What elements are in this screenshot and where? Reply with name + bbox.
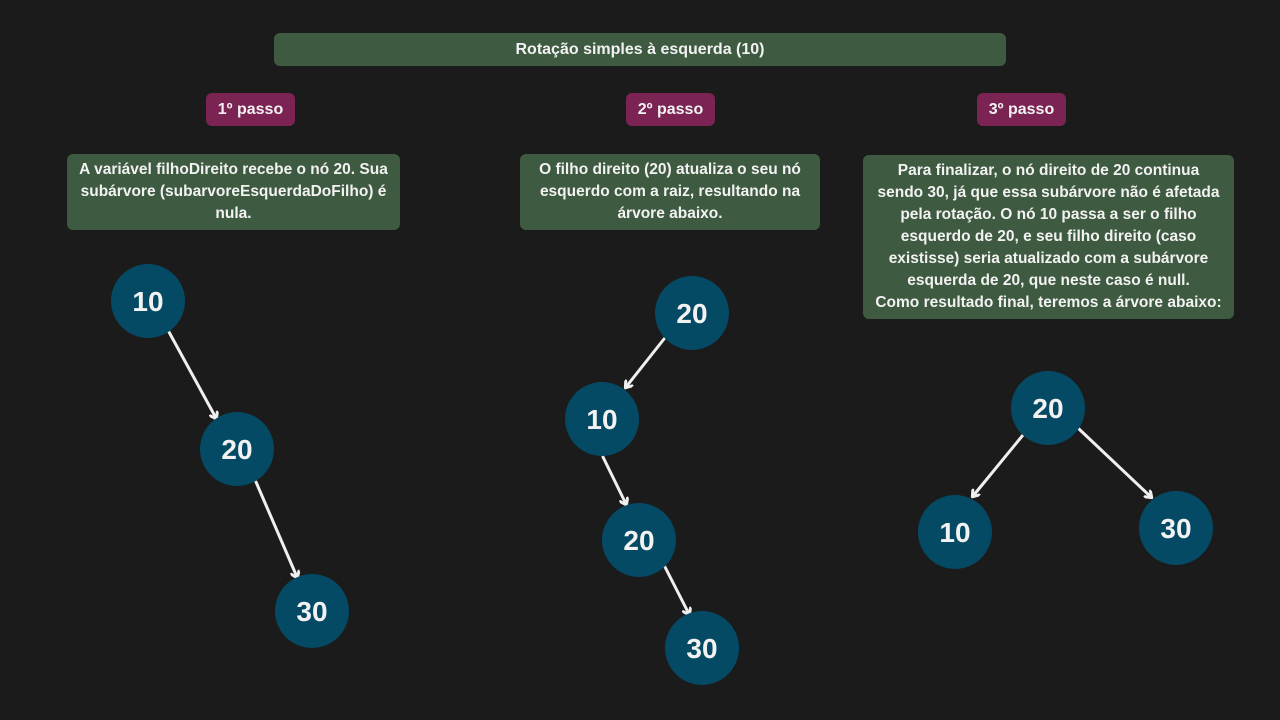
step-3-description: Para finalizar, o nó direito de 20 conti… [863,155,1234,319]
edge-20-to-30 [1077,427,1151,497]
step-3-badge: 3º passo [977,93,1066,126]
step-1-tree: 10 20 30 [111,264,349,648]
node-label: 30 [1160,513,1191,544]
edge-10-to-20 [167,330,216,418]
node-label: 10 [586,404,617,435]
step-2-description: O filho direito (20) atualiza o seu nó e… [520,154,820,230]
tree-node: 10 [565,382,639,456]
node-label: 20 [623,525,654,556]
step-2-tree: 20 10 20 30 [565,276,739,685]
edge-20-to-30 [663,565,689,614]
tree-node: 20 [1011,371,1085,445]
tree-node: 10 [918,495,992,569]
edge-20-to-10 [626,337,666,387]
edge-20-to-10 [973,433,1025,496]
node-label: 10 [939,517,970,548]
edge-10-to-20 [601,455,626,504]
tree-node: 30 [665,611,739,685]
tree-node: 20 [200,412,274,486]
step-2-badge: 2º passo [626,93,715,126]
tree-node: 30 [275,574,349,648]
node-label: 20 [221,434,252,465]
node-label: 20 [676,298,707,329]
step-1-description: A variável filhoDireito recebe o nó 20. … [67,154,400,230]
tree-node: 20 [602,503,676,577]
node-label: 30 [686,633,717,664]
tree-node: 30 [1139,491,1213,565]
tree-node: 10 [111,264,185,338]
node-label: 20 [1032,393,1063,424]
node-label: 10 [132,286,163,317]
step-1-badge: 1º passo [206,93,295,126]
node-label: 30 [296,596,327,627]
tree-node: 20 [655,276,729,350]
diagram-title: Rotação simples à esquerda (10) [274,33,1006,66]
edge-20-to-30 [254,480,297,577]
step-3-tree: 20 10 30 [918,371,1213,569]
